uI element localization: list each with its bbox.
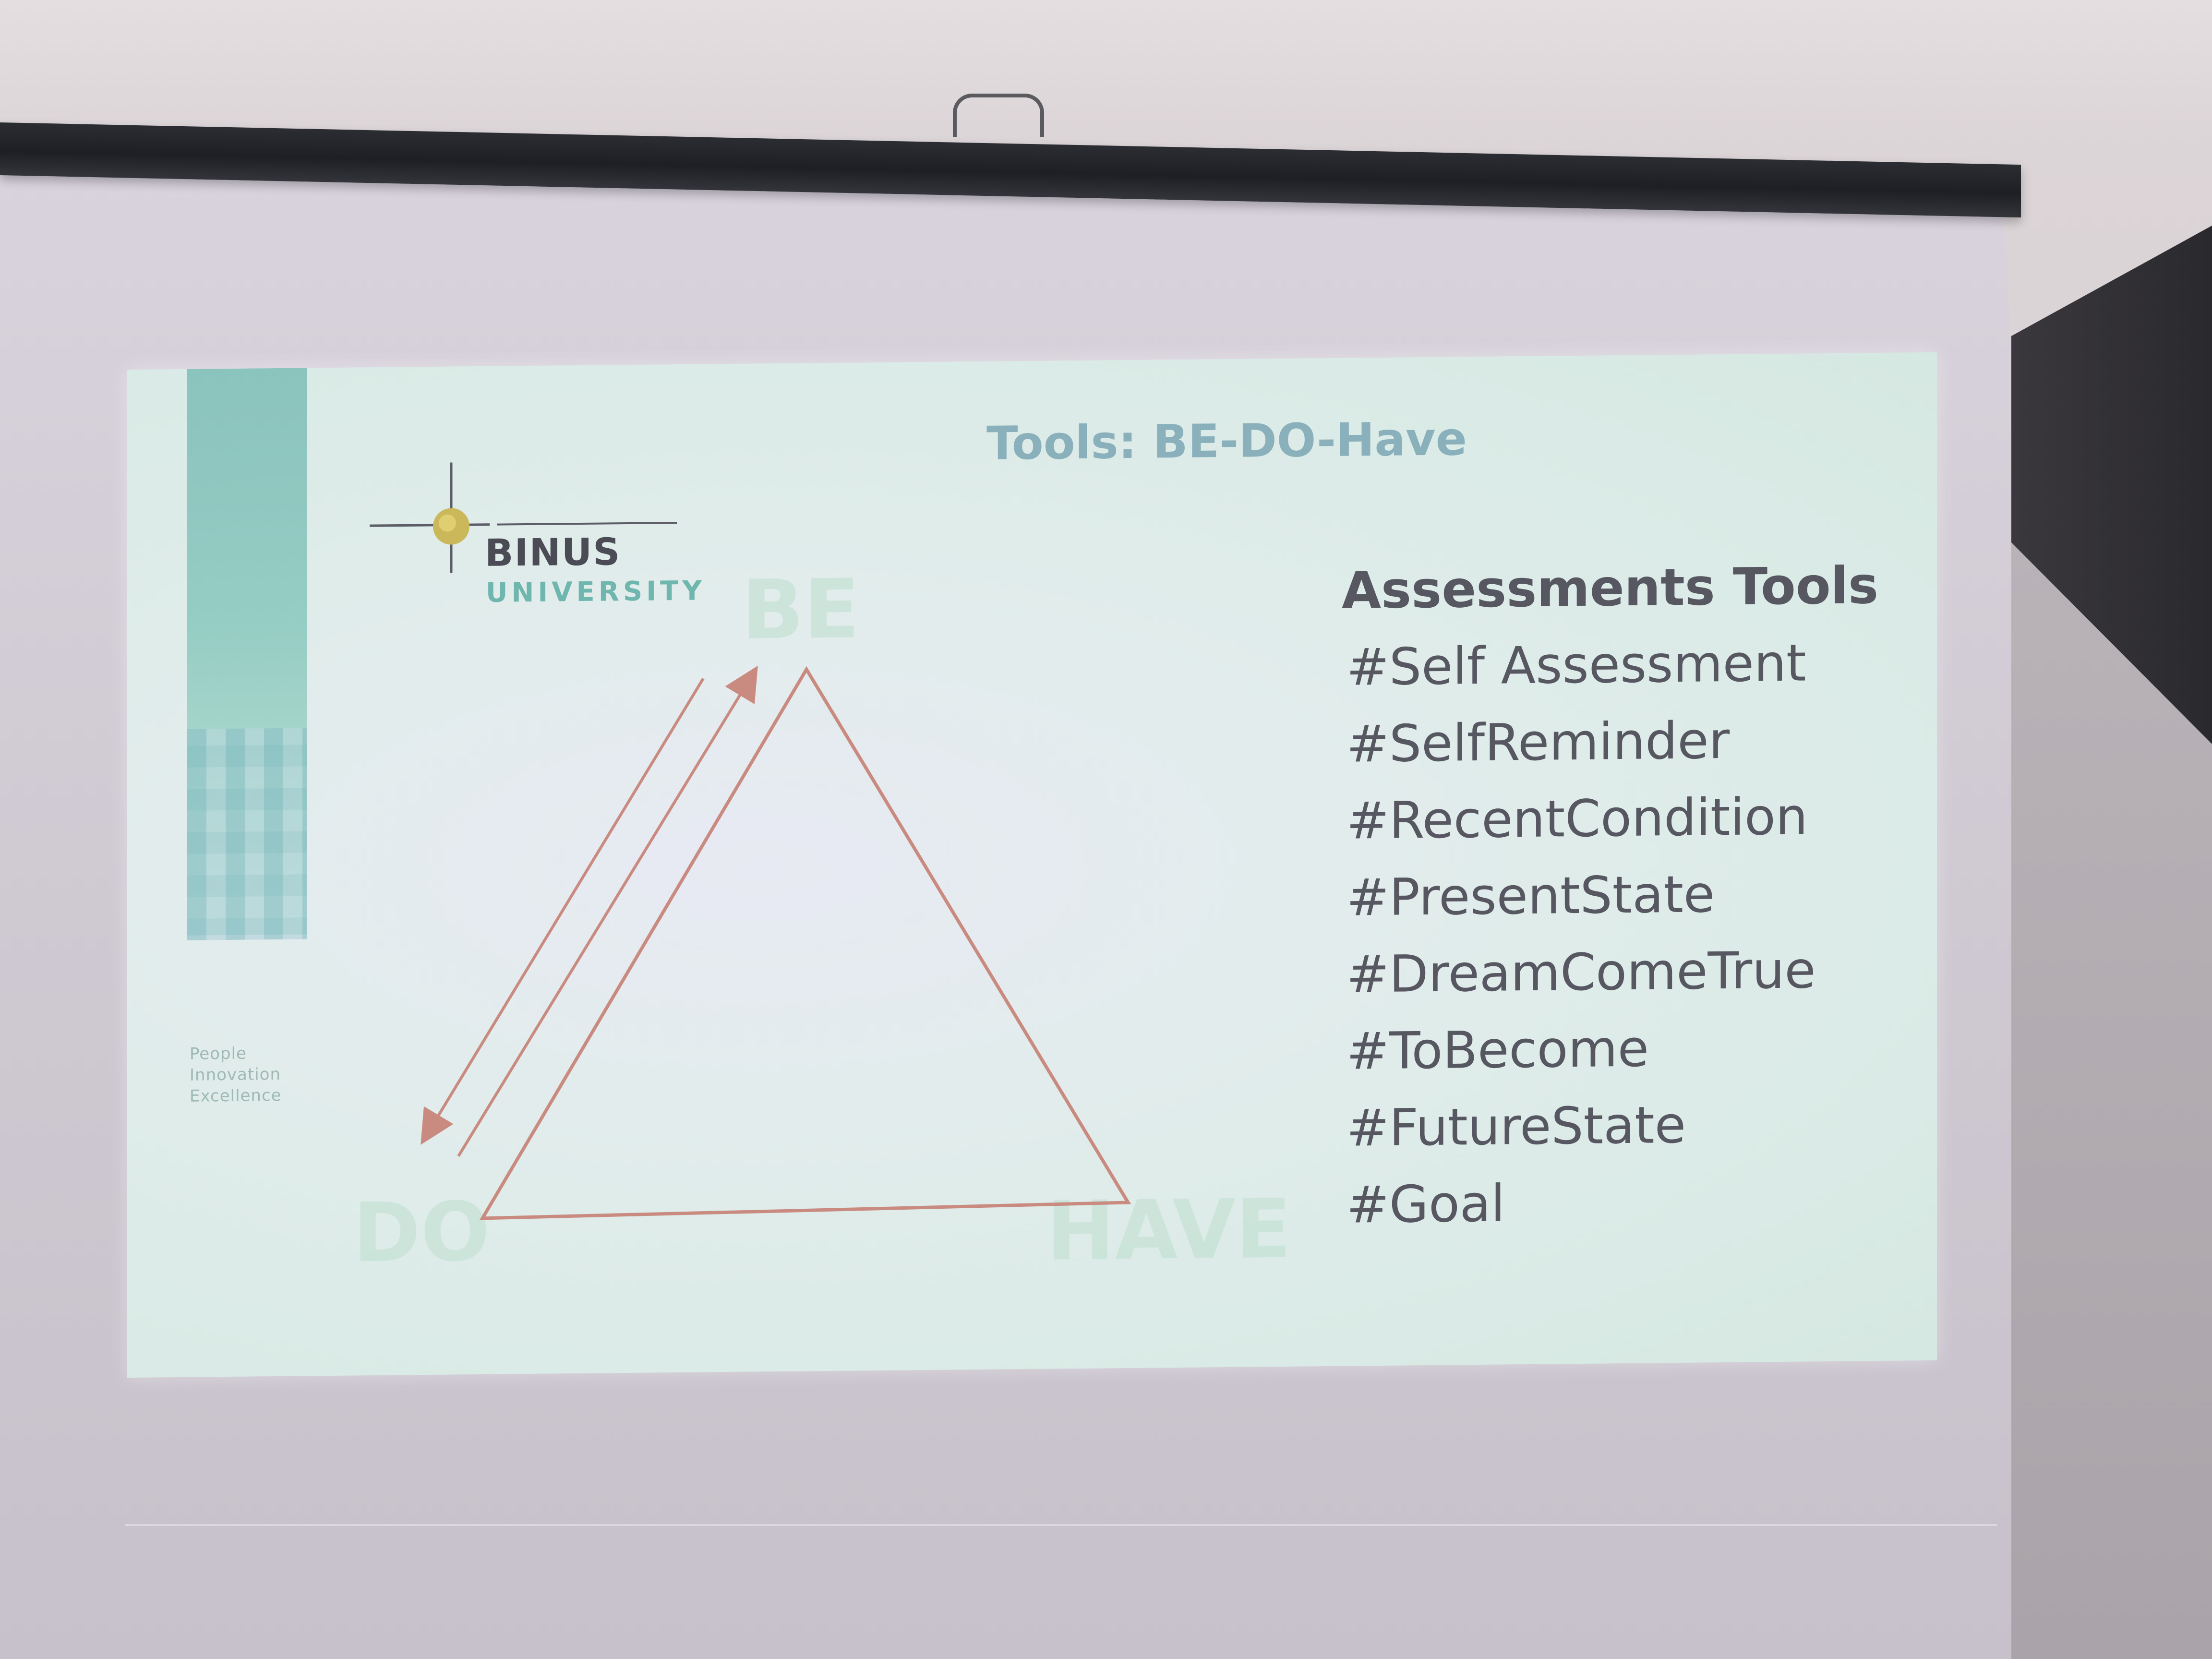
wall	[0, 0, 2212, 144]
diagram-triangle	[479, 666, 1131, 1220]
list-item: #PresentState	[1346, 865, 1715, 927]
be-do-have-diagram	[421, 665, 1131, 1220]
arrow-do-to-be	[457, 665, 758, 1157]
post-face	[2011, 542, 2212, 1659]
list-item: #SelfReminder	[1346, 710, 1730, 774]
list-item: #ToBecome	[1346, 1019, 1649, 1081]
list-item: #FutureState	[1346, 1095, 1686, 1158]
list-item: #DreamComeTrue	[1346, 940, 1816, 1004]
arrow-be-to-do	[421, 677, 705, 1145]
list-item: #Self Assessment	[1346, 633, 1806, 697]
assessment-tools-list: Assessments Tools #Self Assessment #Self…	[1342, 547, 1878, 1244]
tools-heading: Assessments Tools	[1342, 555, 1879, 620]
screen-fold-line	[125, 1524, 1997, 1526]
projected-slide: People Innovation Excellence BINUS UNIVE…	[127, 352, 1937, 1378]
ceiling-bracket	[953, 94, 1044, 137]
list-item: #RecentCondition	[1346, 787, 1808, 851]
list-item: #Goal	[1346, 1174, 1505, 1235]
